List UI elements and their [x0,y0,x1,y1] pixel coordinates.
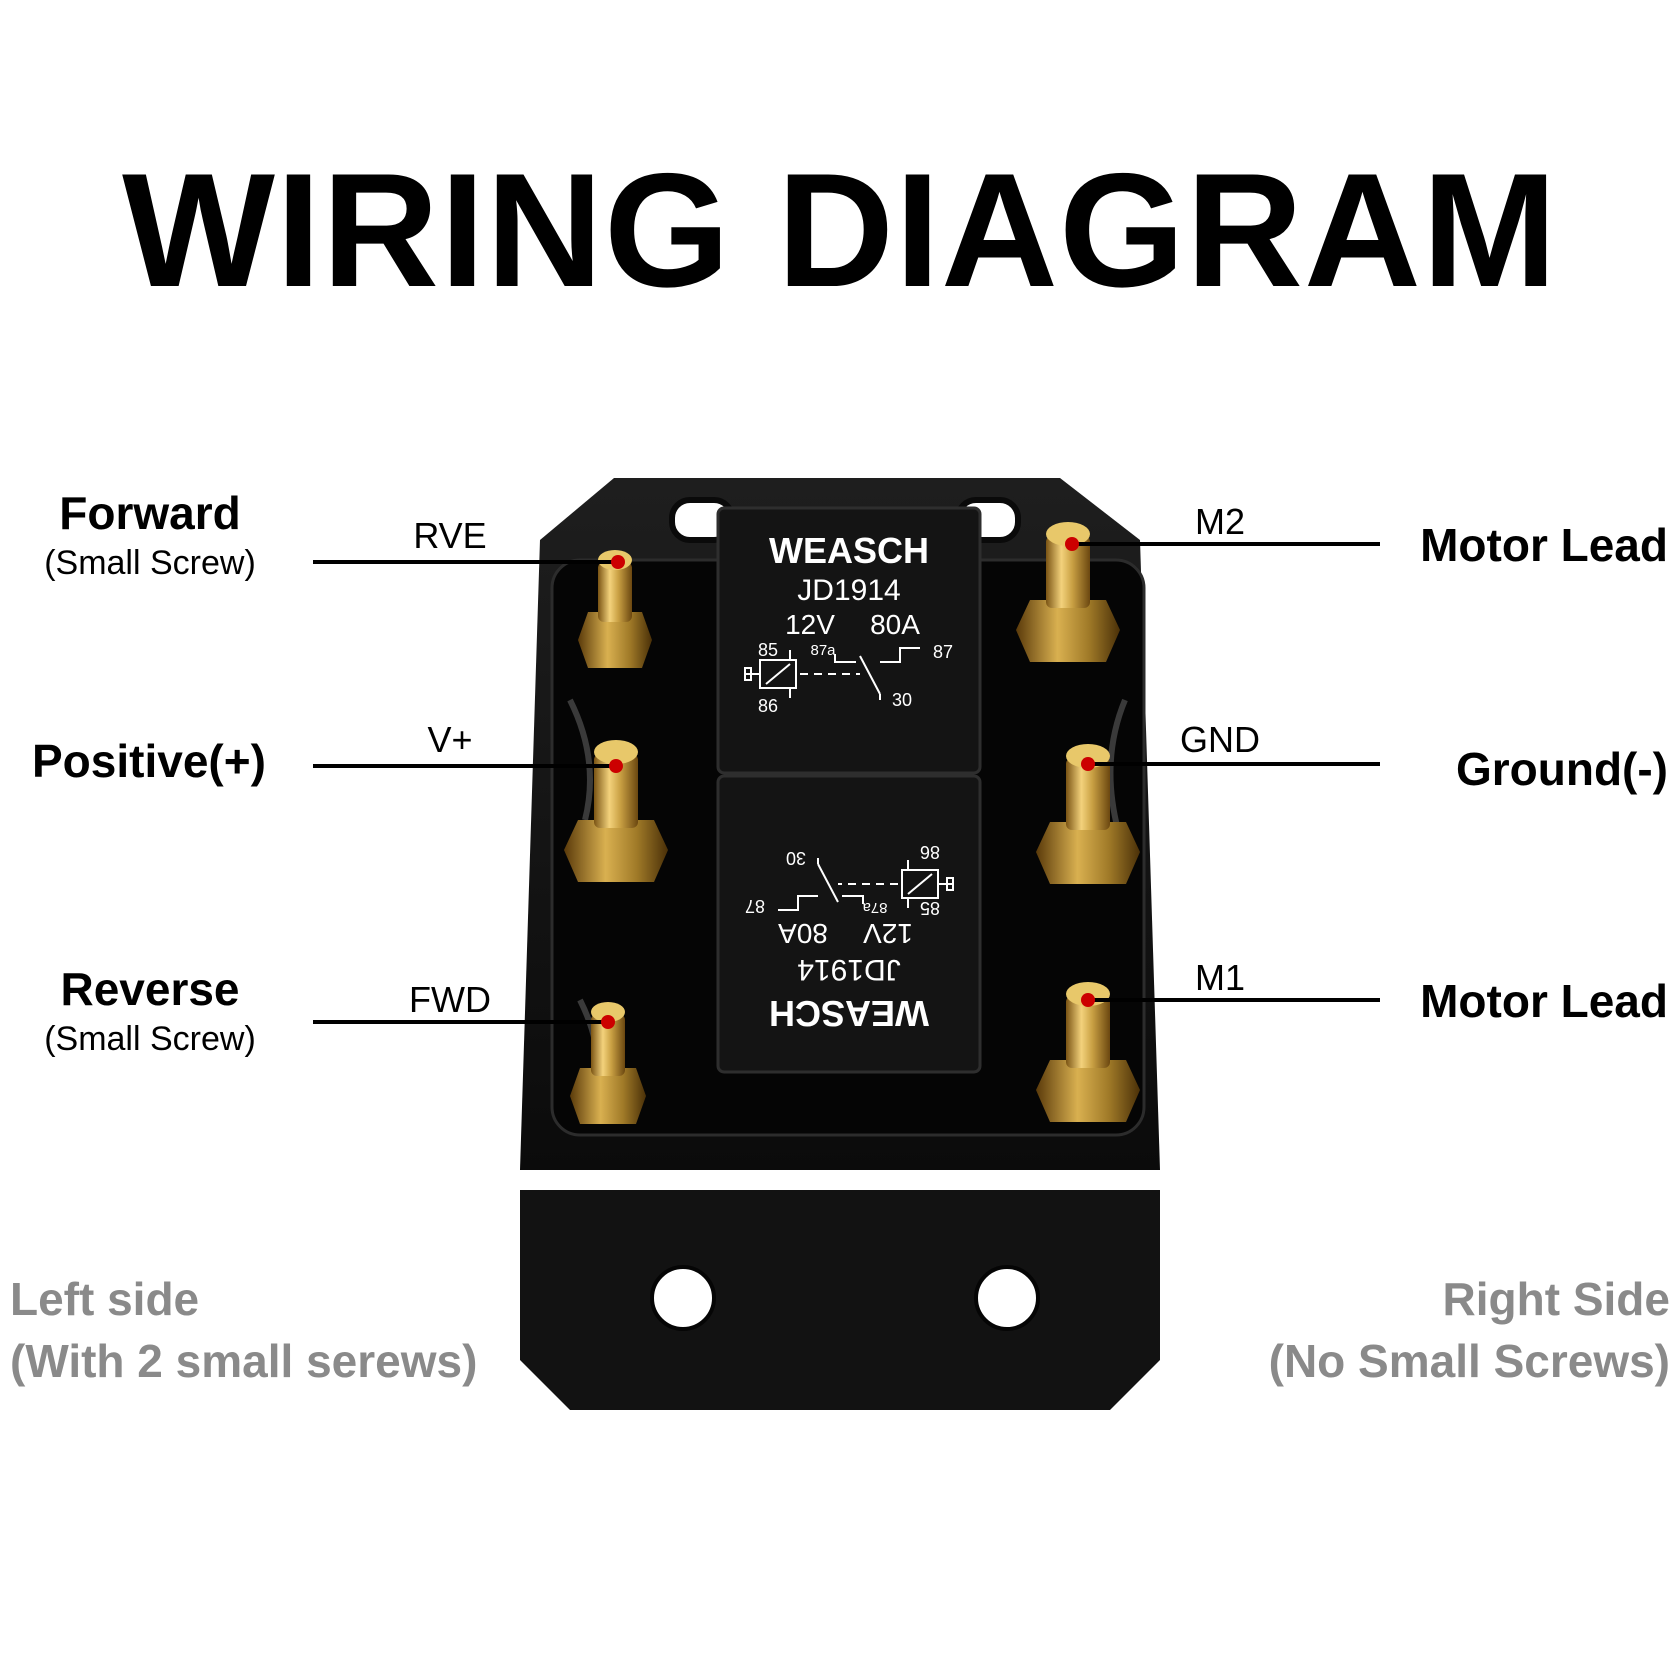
relay-top: WEASCH JD1914 12V 80A 85 86 87a 87 30 [716,506,982,775]
label-positive: Positive(+) [32,735,266,787]
pin-gnd: GND [1180,719,1260,760]
dot-m2 [1065,537,1079,551]
relay-bottom-schematic [778,858,954,911]
sublabel-forward: (Small Screw) [44,544,256,582]
relay-bottom: WEASCH JD1914 12V 80A 85 86 87a 87 30 [716,774,982,1074]
leader-lines [313,542,1380,1024]
pin-v-plus: V+ [427,719,473,760]
relay-top-pin-30: 30 [892,690,912,710]
dot-rve [611,555,625,569]
relay-top-brand: WEASCH [769,530,929,571]
label-ground: Ground(-) [1455,743,1668,795]
relay-top-pin-85: 85 [758,640,778,660]
dot-m1 [1081,993,1095,1007]
diagram-title: WIRING DIAGRAM [122,140,1558,321]
left-side-note-line2: (With 2 small serews) [10,1335,478,1388]
label-motor-lead-m2: Motor Lead [1420,519,1668,571]
relay-bottom-pin-87: 87 [745,896,765,916]
terminal-v-plus-post [564,740,668,882]
label-motor-lead-m1: Motor Lead [1420,975,1668,1027]
relay-bottom-pin-30: 30 [786,848,806,868]
relay-bottom-pin-86: 86 [920,842,940,862]
contact-dots [601,537,1095,1029]
right-side-note-line2: (No Small Screws) [1268,1335,1670,1388]
mounting-hole-right [974,1265,1040,1331]
left-side-note-line1: Left side [10,1273,200,1325]
relay-top-pin-87a: 87a [810,642,836,659]
mounting-hole-left [650,1265,716,1331]
relay-top-pin-86: 86 [758,696,778,716]
relay-top-current: 80A [870,609,920,640]
label-reverse: Reverse [60,963,240,1015]
pin-m1: M1 [1194,957,1245,998]
dot-fwd [601,1015,615,1029]
relay-top-voltage: 12V [785,609,835,640]
dot-v-plus [609,759,623,773]
relay-bottom-brand: WEASCH [769,993,929,1034]
relay-bottom-pin-85: 85 [920,898,940,918]
terminal-gnd-post [1036,744,1140,884]
sublabel-reverse: (Small Screw) [44,1020,256,1058]
right-side-note-line1: Right Side [1442,1273,1670,1325]
terminal-fwd-small-screw [570,1002,646,1124]
relay-top-schematic [744,647,920,700]
relay-bottom-pin-87a: 87a [862,899,888,916]
pin-m2: M2 [1194,501,1245,542]
relay-bottom-model: JD1914 [797,953,900,986]
dot-gnd [1081,757,1095,771]
relay-bottom-voltage: 12V [863,918,913,949]
relay-bottom-current: 80A [778,918,828,949]
right-side-note: Right Side (No Small Screws) [1150,1268,1670,1392]
left-side-note: Left side (With 2 small serews) [10,1268,477,1392]
label-forward: Forward [59,487,241,539]
mounting-flange [520,1190,1160,1410]
terminal-m2-post [1016,522,1120,662]
relay-top-model: JD1914 [797,574,900,607]
relay-top-pin-87: 87 [933,642,953,662]
pin-fwd: FWD [409,979,491,1020]
pin-rve: RVE [413,515,487,556]
